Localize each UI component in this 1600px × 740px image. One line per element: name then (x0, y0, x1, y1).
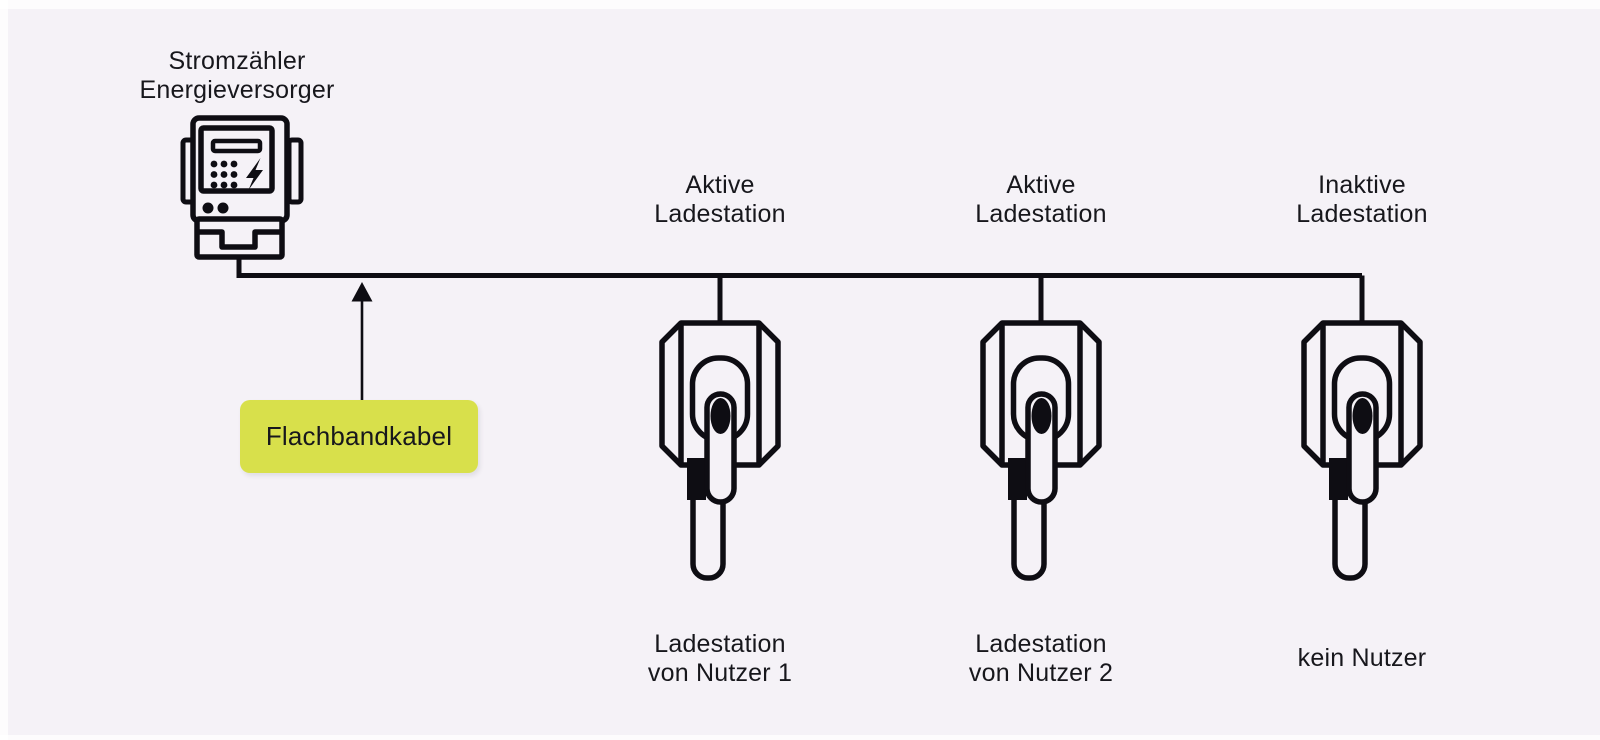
meter-label-line1: Stromzähler (168, 46, 306, 75)
station-3-status-line1: Inaktive (1318, 170, 1406, 199)
station-2-user-line1: Ladestation (975, 629, 1107, 658)
station-1-user-label: Ladestation von Nutzer 1 (570, 624, 870, 694)
meter-label-line2: Energieversorger (139, 76, 335, 104)
station-2-user-line2: von Nutzer 2 (968, 659, 1114, 687)
station-1-status-line2: Ladestation (654, 200, 786, 228)
station-3-user-label: kein Nutzer (1212, 624, 1512, 694)
flachbandkabel-label: Flachbandkabel (265, 421, 453, 451)
station-3-status-label: Inaktive Ladestation (1222, 168, 1502, 232)
station-3-status-line2: Ladestation (1296, 200, 1428, 228)
charging-station-icon-2 (980, 320, 1102, 582)
bus-line (236, 250, 1362, 278)
station-2-status-label: Aktive Ladestation (901, 168, 1181, 232)
station-3-user-line1: kein Nutzer (1297, 644, 1427, 673)
charging-station-icon-3 (1301, 320, 1423, 582)
station-2-status-line2: Ladestation (975, 200, 1107, 228)
station-1-user-line1: Ladestation (654, 629, 786, 658)
station-1-status-line1: Aktive (685, 170, 755, 199)
flachbandkabel-callout: Flachbandkabel (240, 400, 478, 473)
charging-station-icon-1 (659, 320, 781, 582)
station-1-user-line2: von Nutzer 1 (647, 659, 793, 687)
meter-label: Stromzähler Energieversorger (77, 45, 397, 107)
station-2-user-label: Ladestation von Nutzer 2 (891, 624, 1191, 694)
electricity-meter-icon (180, 115, 304, 263)
up-arrow-icon (351, 282, 373, 401)
station-2-status-line1: Aktive (1006, 170, 1076, 199)
station-1-status-label: Aktive Ladestation (580, 168, 860, 232)
